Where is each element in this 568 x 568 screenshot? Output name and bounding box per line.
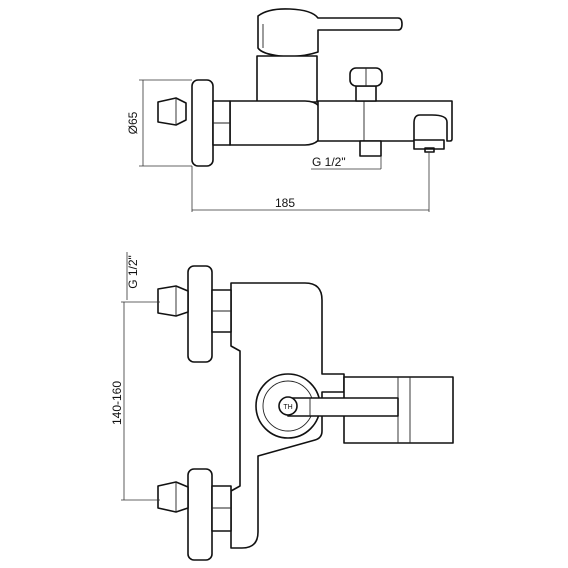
side-lever-handle <box>257 8 403 58</box>
side-eccentric-connector <box>157 97 231 146</box>
side-aerator <box>413 139 445 150</box>
centers-label: 140-160 <box>110 381 124 425</box>
thread-side-dimension: G 1/2" <box>311 155 382 170</box>
side-view: Ø65 G 1/2" 185 <box>126 8 453 212</box>
thread-top-label: G 1/2" <box>126 255 140 289</box>
thread-top-dimension: G 1/2" <box>126 252 140 300</box>
side-diverter-knob <box>349 67 383 102</box>
width-dimension: 185 <box>191 152 430 212</box>
diameter-dimension: Ø65 <box>126 79 192 167</box>
lower-inlet <box>157 468 232 561</box>
front-handle: TH <box>255 373 399 439</box>
side-wall-flange <box>191 79 214 167</box>
centers-dimension: 140-160 <box>110 301 160 501</box>
side-cartridge-body <box>256 55 318 103</box>
side-mixer-body <box>229 100 325 146</box>
side-bottom-inlet <box>359 140 382 157</box>
diameter-label: Ø65 <box>126 111 140 134</box>
thread-side-label: G 1/2" <box>312 155 346 169</box>
upper-inlet <box>157 265 232 363</box>
handle-marking: TH <box>283 404 292 411</box>
side-spout <box>317 100 453 142</box>
width-label: 185 <box>275 196 295 210</box>
front-view: TH G 1/2" 140-160 <box>110 252 454 561</box>
